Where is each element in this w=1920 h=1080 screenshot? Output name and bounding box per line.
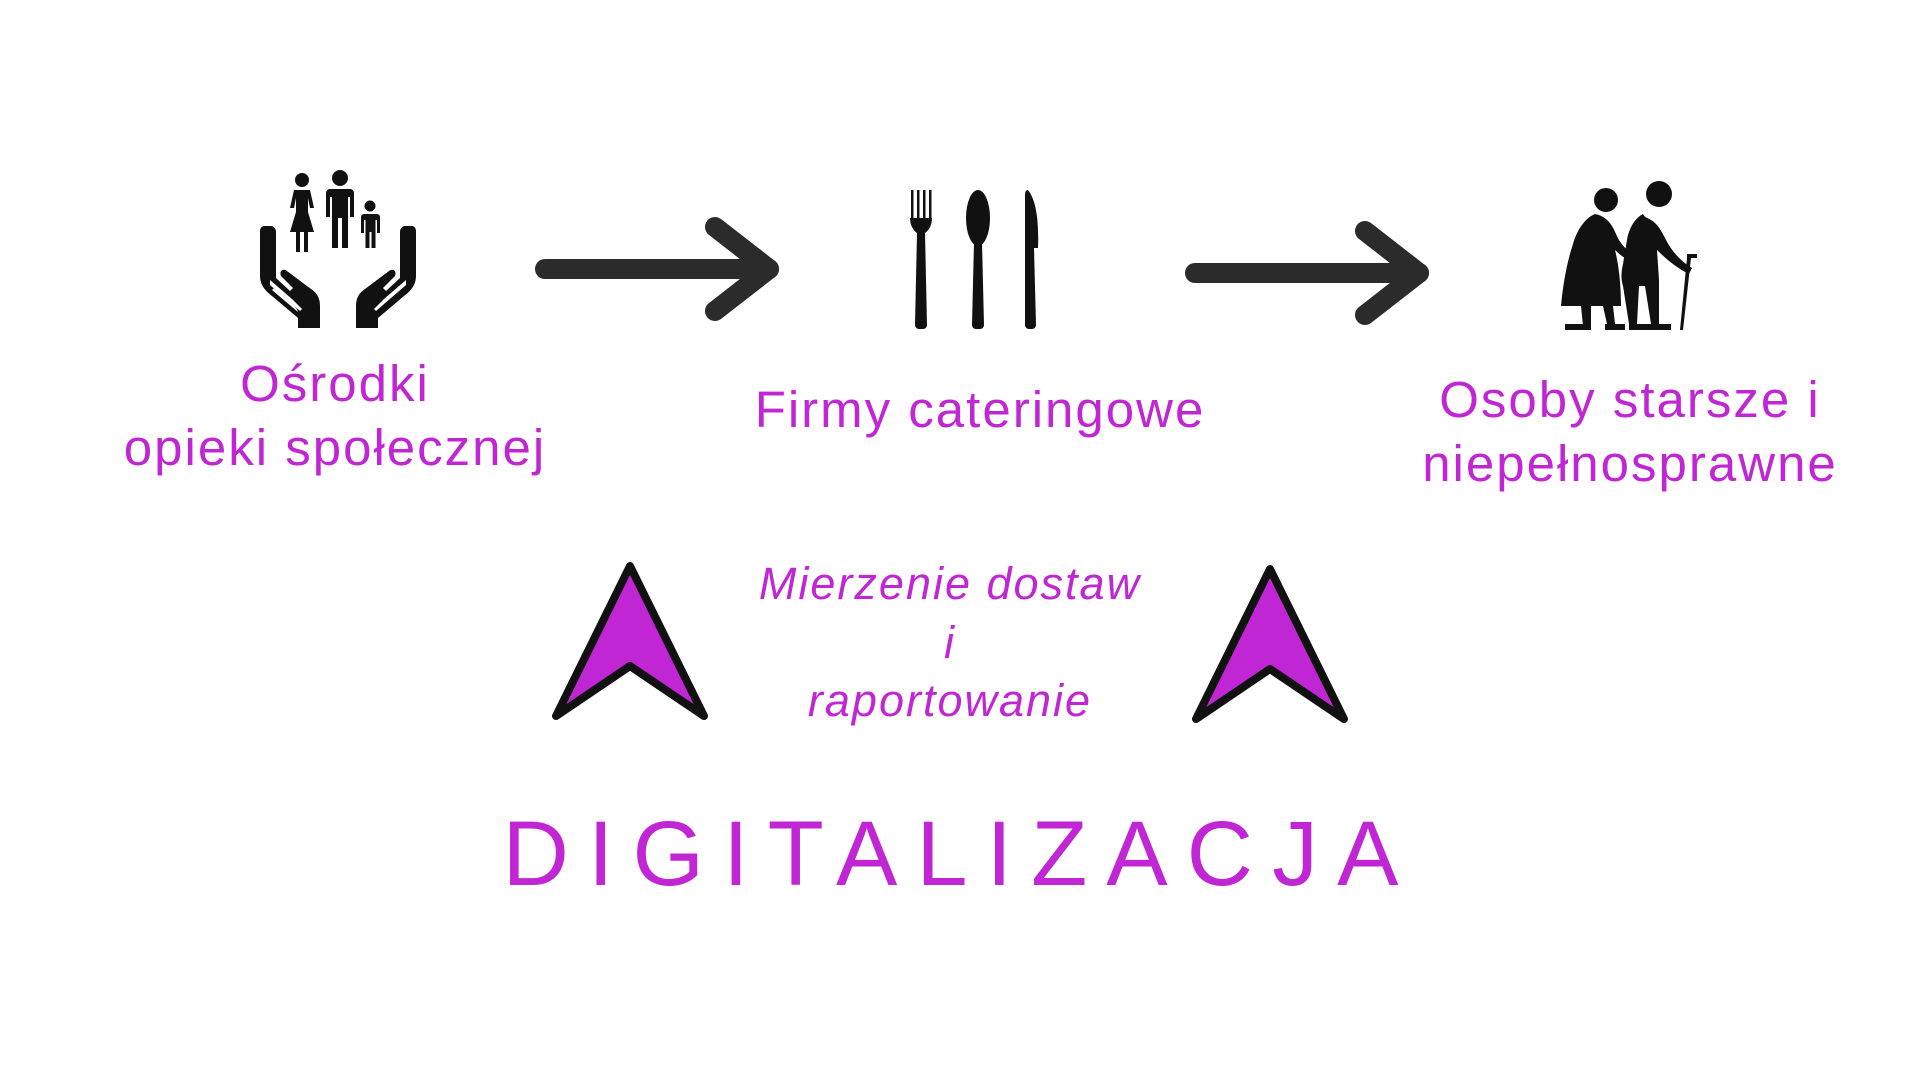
node-label-elderly: Osoby starsze i niepełnosprawne <box>1422 371 1838 492</box>
chevron-left <box>550 560 710 720</box>
connector-arrow-1 <box>535 215 785 325</box>
cutlery-icon <box>910 190 1039 329</box>
node-catering <box>908 188 1048 333</box>
elderly-people-icon <box>1561 181 1697 330</box>
arrow-right-icon <box>535 217 779 321</box>
arrow-right-icon <box>1185 221 1429 325</box>
node-social-care <box>258 168 418 328</box>
support-label: Mierzenie dostaw i raportowanie <box>758 558 1142 726</box>
chevron-up-icon <box>552 562 708 720</box>
node-label-social-care: Ośrodki opieki społecznej <box>123 355 547 476</box>
chevron-up-icon <box>1192 565 1348 723</box>
banner-title: DIGITALIZACJA <box>502 803 1418 905</box>
chevron-right <box>1190 563 1350 723</box>
family-in-hands-icon <box>260 170 416 328</box>
connector-arrow-2 <box>1185 218 1435 328</box>
node-label-catering: Firmy cateringowe <box>754 381 1206 438</box>
node-elderly <box>1555 180 1705 335</box>
